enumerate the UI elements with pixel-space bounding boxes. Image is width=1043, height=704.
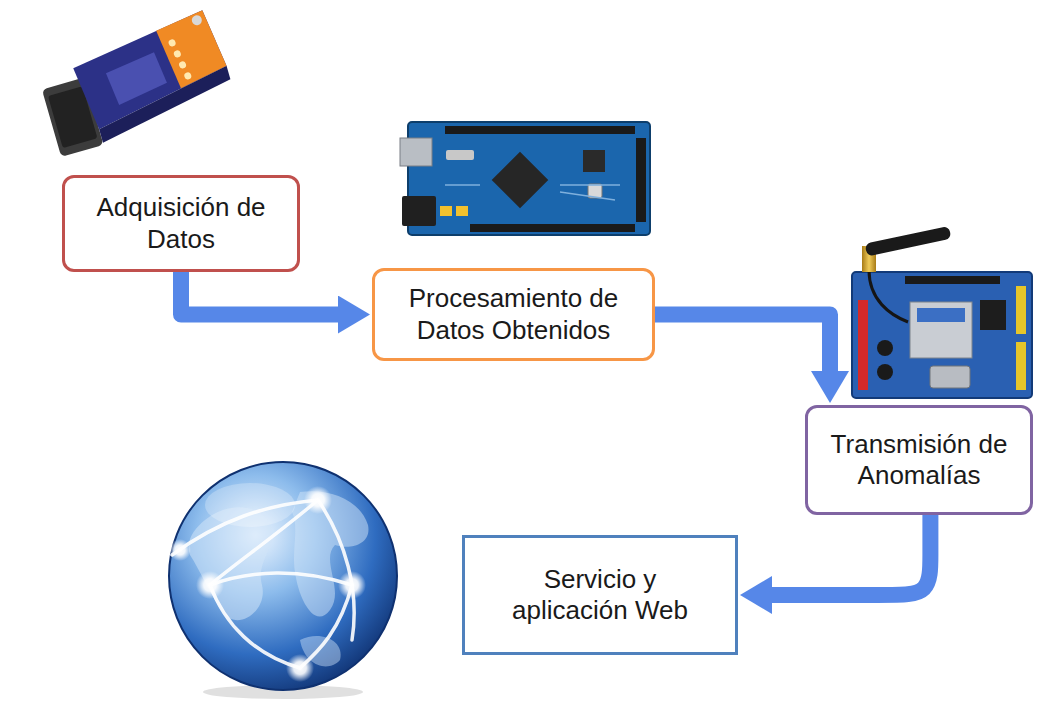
- led: [168, 39, 177, 48]
- process-box: Servicio y aplicación Web: [462, 535, 738, 655]
- arduino-mega: [400, 122, 650, 235]
- ring: [191, 14, 203, 26]
- flow-arrow: [655, 315, 830, 372]
- box-label: Procesamiento de Datos Obtenidos: [401, 283, 626, 345]
- box-text-group: Transmisión de Anomalías: [822, 429, 1017, 491]
- network-node: [286, 654, 314, 682]
- network-node: [338, 571, 366, 599]
- header: [636, 138, 646, 222]
- chip: [583, 150, 605, 172]
- header: [1016, 342, 1026, 390]
- gsm-module: [910, 302, 972, 358]
- led: [178, 61, 187, 70]
- traces: [445, 185, 620, 200]
- audio-jack: [877, 364, 893, 380]
- box-text-group: Adquisición de Datos: [91, 192, 271, 254]
- board: [408, 122, 650, 235]
- antenna-cable: [869, 270, 908, 322]
- sim900-shield: [852, 226, 1032, 398]
- adapter-band: [154, 8, 229, 90]
- header: [1016, 286, 1026, 334]
- process-box: Transmisión de Anomalías: [805, 405, 1033, 515]
- network-node: [169, 539, 191, 561]
- adapter-label: [104, 51, 169, 106]
- header: [470, 224, 635, 232]
- box-label: Servicio y aplicación Web: [503, 564, 698, 626]
- box-label: Transmisión de Anomalías: [822, 429, 1017, 491]
- header: [905, 276, 1000, 284]
- crystal: [446, 150, 474, 160]
- sphere: [169, 462, 397, 690]
- network-node: [304, 486, 332, 514]
- module-label: [917, 308, 965, 322]
- flow-arrow: [181, 272, 338, 315]
- process-box: Procesamiento de Datos Obtenidos: [372, 268, 655, 361]
- process-box: Adquisición de Datos: [62, 175, 300, 272]
- capacitor: [440, 206, 452, 216]
- antenna: [865, 226, 952, 257]
- board: [852, 272, 1032, 398]
- box-text-group: Servicio y aplicación Web: [503, 564, 698, 626]
- header: [445, 126, 635, 134]
- box-text-group: Procesamiento de Datos Obtenidos: [401, 283, 626, 345]
- capacitor: [456, 206, 468, 216]
- led: [173, 50, 182, 59]
- power-jack: [980, 300, 1006, 330]
- usb-port: [400, 138, 432, 166]
- sim-holder: [930, 366, 970, 388]
- box-label: Adquisición de Datos: [91, 192, 271, 254]
- header: [858, 300, 868, 390]
- network-node: [196, 571, 224, 599]
- led: [183, 72, 192, 81]
- flow-arrow: [772, 515, 930, 595]
- power-jack: [402, 196, 436, 226]
- highlight: [205, 483, 295, 527]
- mcu-chip: [492, 152, 549, 209]
- audio-jack: [877, 340, 893, 356]
- obd-adapter: [33, 8, 238, 157]
- globe: [169, 462, 397, 699]
